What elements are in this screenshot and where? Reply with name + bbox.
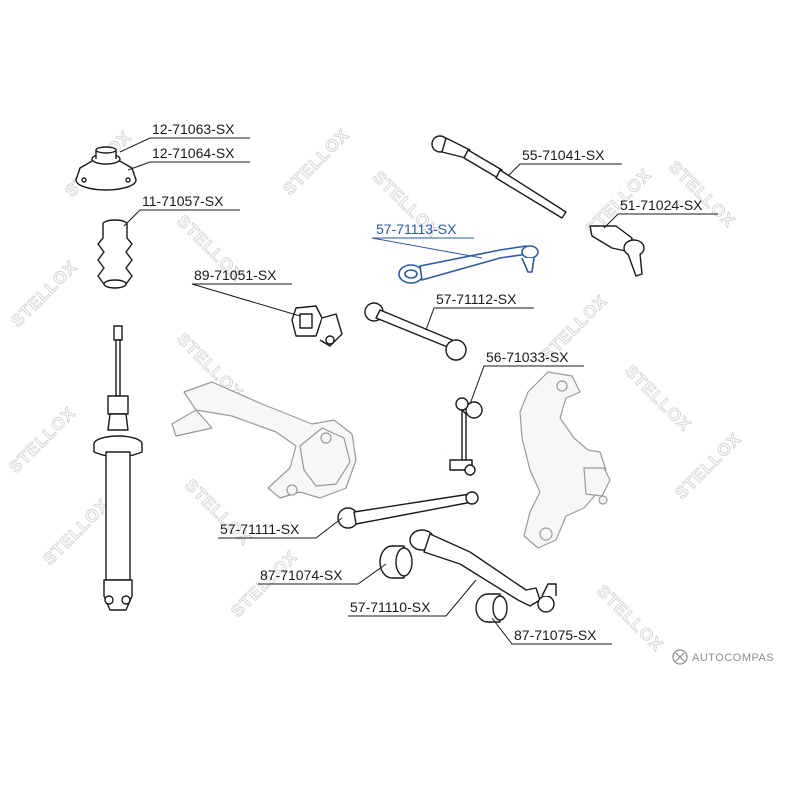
leader-line — [258, 563, 387, 585]
shock-absorber — [93, 325, 143, 611]
subframe-drawing — [171, 381, 357, 499]
brand-watermark: AUTOCOMPAS — [672, 649, 774, 665]
strut-mount — [75, 146, 137, 191]
part-number-label: 56-71033-SX — [486, 349, 569, 365]
leader-line — [191, 283, 301, 317]
part-number-label: 55-71041-SX — [522, 147, 605, 163]
trailing-link — [337, 491, 479, 529]
stabilizer-bar — [232, 301, 445, 455]
leader-line — [507, 163, 622, 177]
part-number-label: 89-71051-SX — [194, 267, 277, 283]
part-number-label: 57-71110-SX — [350, 599, 431, 615]
part-number-label-highlighted: 57-71113-SX — [376, 221, 457, 237]
leader-lines — [119, 137, 718, 645]
leader-line — [425, 307, 534, 331]
leader-line — [469, 365, 584, 405]
watermark-stamp: STELLOX — [279, 125, 353, 199]
part-number-label: 11-71057-SX — [142, 193, 224, 209]
part-labels: 12-71063-SX 12-71064-SX 11-71057-SX 89-7… — [142, 121, 703, 643]
watermark-stamp: STELLOX — [621, 361, 695, 435]
arm-bushing-rear — [475, 593, 508, 623]
leader-line — [123, 209, 240, 227]
tie-rod-end — [589, 225, 645, 277]
leader-line — [348, 579, 477, 617]
part-number-label: 57-71112-SX — [436, 291, 517, 307]
stabilizer-link — [449, 397, 483, 476]
upper-link — [364, 302, 467, 361]
watermark-stamp: STELLOX — [665, 157, 739, 231]
watermark-stamp: STELLOX — [5, 403, 79, 477]
inner-tie-rod — [431, 135, 567, 219]
autocompas-logo-icon — [672, 649, 688, 665]
watermark-stamp: STELLOX — [7, 257, 81, 331]
leader-line-highlighted — [371, 237, 483, 259]
lower-control-arm — [409, 529, 557, 613]
brand-name: AUTOCOMPAS — [692, 652, 774, 664]
part-number-label: 51-71024-SX — [620, 197, 703, 213]
steering-knuckle-drawing — [519, 371, 611, 549]
leader-line — [127, 161, 250, 171]
rear-lateral-arm — [398, 245, 539, 284]
leader-line — [491, 617, 612, 645]
part-number-label: 12-71063-SX — [152, 121, 235, 137]
watermark-stamp: STELLOX — [39, 495, 113, 569]
stabilizer-bushing — [291, 305, 343, 347]
leader-line — [603, 213, 718, 229]
part-number-label: 87-71075-SX — [514, 627, 597, 643]
dust-boot — [97, 219, 133, 289]
arm-bushing-front — [379, 545, 413, 579]
watermark-stamp: STELLOX — [671, 429, 745, 503]
part-number-label: 12-71064-SX — [152, 145, 235, 161]
part-number-label: 57-71111-SX — [220, 521, 300, 537]
leader-line — [218, 517, 343, 539]
leader-line — [119, 137, 250, 153]
part-number-label: 87-71074-SX — [260, 567, 343, 583]
